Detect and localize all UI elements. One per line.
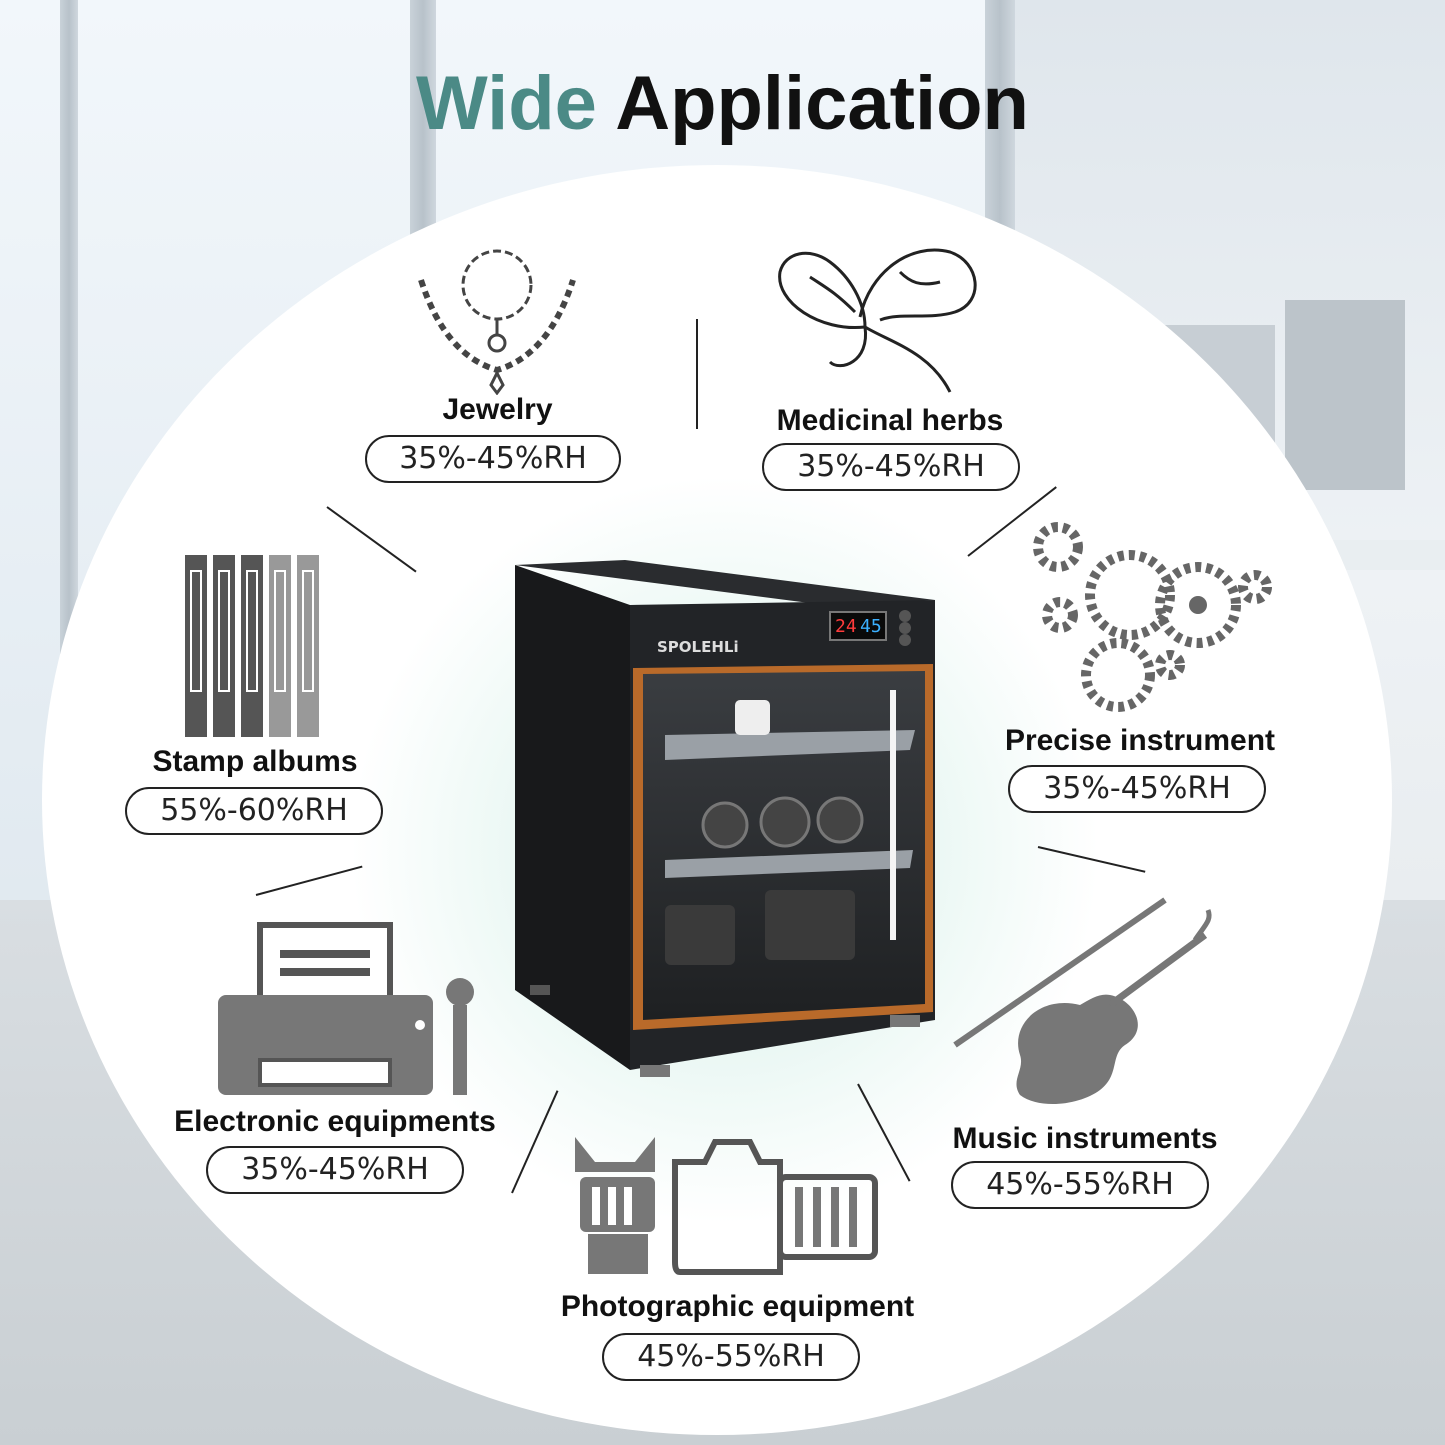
app-label-jewelry: Jewelry: [442, 393, 553, 426]
temperature-display: 24: [835, 616, 857, 637]
app-label-photo: Photographic equipment: [560, 1290, 915, 1323]
app-range-photo: 45%-55%RH: [602, 1333, 860, 1381]
app-label-herbs: Medicinal herbs: [776, 404, 1004, 437]
necklace-icon: [418, 249, 576, 395]
dry-cabinet-image: 24 45 SPOLEHLi: [515, 560, 935, 1077]
app-label-stamps: Stamp albums: [152, 745, 358, 778]
app-range-jewelry: 35%-45%RH: [365, 435, 621, 483]
app-label-music: Music instruments: [952, 1122, 1218, 1155]
title-main: Application: [615, 61, 1029, 146]
camera-icon: [575, 1137, 878, 1275]
app-range-instrument: 35%-45%RH: [1008, 765, 1266, 813]
connector-line: [696, 319, 698, 429]
page-title: Wide Application: [0, 60, 1445, 147]
app-range-stamps: 55%-60%RH: [125, 787, 383, 835]
humidity-display: 45: [860, 616, 882, 637]
brand-logo: SPOLEHLi: [657, 638, 739, 656]
gears-icon: [1033, 522, 1272, 712]
title-accent: Wide: [416, 61, 597, 146]
app-label-instrument: Precise instrument: [1004, 724, 1276, 757]
herb-icon: [778, 248, 977, 393]
background-monitor: [1285, 300, 1405, 490]
violin-icon: [953, 897, 1212, 1105]
app-range-music: 45%-55%RH: [951, 1161, 1209, 1209]
albums-icon: [185, 555, 319, 737]
app-range-herbs: 35%-45%RH: [762, 443, 1020, 491]
app-label-electronics: Electronic equipments: [174, 1105, 496, 1138]
app-range-electronics: 35%-45%RH: [206, 1146, 464, 1194]
printer-icon: [218, 922, 474, 1095]
